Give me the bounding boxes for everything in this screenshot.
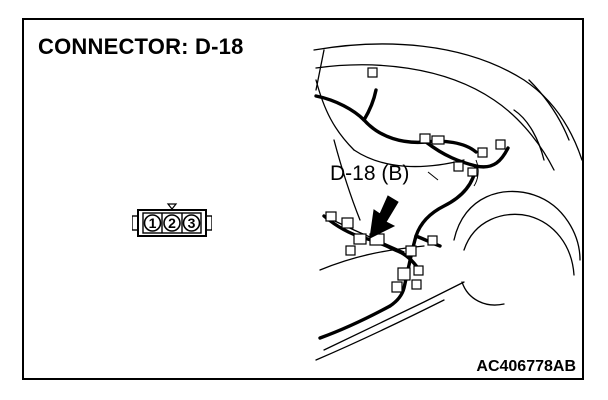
pin-2-label: 2 bbox=[168, 215, 176, 231]
diagram-frame: CONNECTOR: D-18 1 2 3 D-18 (B) AC406778A… bbox=[22, 18, 584, 380]
connector-title: CONNECTOR: D-18 bbox=[38, 34, 244, 59]
connector-face-icon: 1 2 3 bbox=[132, 203, 212, 237]
pin-3-label: 3 bbox=[188, 215, 196, 231]
connector-callout-label: D-18 (B) bbox=[330, 162, 410, 185]
vehicle-wiring-drawing bbox=[313, 43, 582, 361]
pin-1-label: 1 bbox=[149, 215, 157, 231]
figure-code: AC406778AB bbox=[476, 358, 576, 375]
